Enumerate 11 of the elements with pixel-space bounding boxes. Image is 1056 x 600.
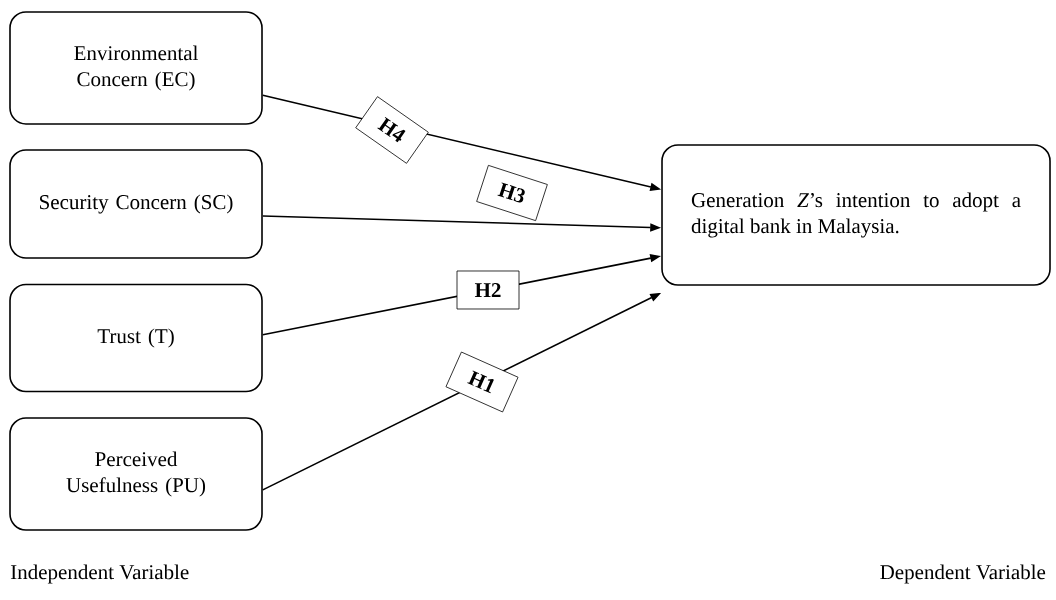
axis-caption: Dependent Variable [880, 564, 1046, 584]
hypothesis-label: H3 [476, 164, 548, 222]
variable-box: Perceived Usefulness (PU) [9, 417, 263, 531]
hypothesis-label: H2 [456, 270, 520, 310]
variable-box: Environmental Concern (EC) [9, 11, 263, 125]
hypothesis-label: H4 [355, 96, 429, 164]
hypothesis-label: H1 [445, 351, 519, 413]
variable-box: Security Concern (SC) [9, 149, 263, 259]
axis-caption: Independent Variable [10, 564, 189, 584]
variable-box: Generation Z’s intention to adopt a digital bank in Malaysia. [661, 144, 1051, 286]
variable-box: Trust (T) [9, 283, 263, 393]
